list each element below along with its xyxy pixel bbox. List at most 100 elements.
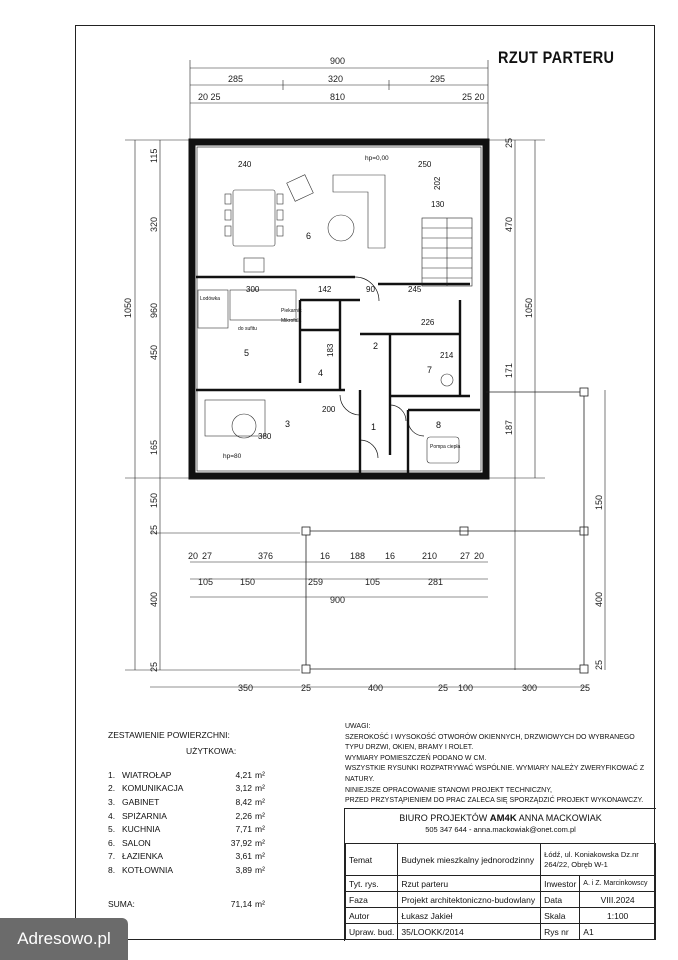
dim-183: 183: [326, 343, 335, 357]
dim-inner: 810: [330, 92, 345, 102]
area-summary-subheader: UŻYTKOWA:: [186, 746, 237, 756]
dim-380: 380: [258, 432, 272, 441]
dim-small-right: 25 20: [462, 92, 485, 102]
dim-right-2: 1050: [524, 298, 534, 318]
dim-left-0: 115: [149, 149, 159, 163]
tb-value: Rzut parteru: [397, 875, 542, 892]
dim-left-8: 400: [149, 592, 159, 607]
dim-row3-3: 25: [438, 683, 448, 693]
room-number-3: 3: [285, 419, 290, 429]
dim-left-3: 960: [149, 303, 159, 318]
dim-row3-2: 400: [368, 683, 383, 693]
area-summary-header: ZESTAWIENIE POWIERZCHNI:: [108, 730, 230, 740]
tb-value: Łukasz Jakieł: [397, 907, 542, 924]
area-sum-value: 71,14: [230, 898, 252, 909]
watermark-logo: Adresowo.pl: [0, 918, 128, 960]
dim-left-6: 150: [149, 493, 159, 508]
dim-row1-2: 376: [258, 551, 273, 561]
dim-right-6: 400: [594, 592, 604, 607]
dim-left-5: 165: [149, 440, 159, 455]
dim-row3-0: 350: [238, 683, 253, 693]
fridge-label: Lodówka: [200, 296, 220, 302]
dim-226: 226: [421, 318, 435, 327]
tb-label: Autor: [344, 907, 399, 924]
notes-line: Niniejsze opracowanie stanowi projekt te…: [345, 786, 552, 794]
tb-value: Budynek mieszkalny jednorodzinny: [397, 843, 542, 876]
tb-value: A. i Z. Marcinkowscy: [579, 875, 656, 892]
office-name: BIURO PROJEKTÓW AM4K ANNA MACKOWIAK: [399, 813, 602, 824]
tb-value: A1: [579, 923, 656, 940]
dim-row1-1: 27: [202, 551, 212, 561]
dim-240: 240: [238, 160, 252, 169]
dim-245: 245: [408, 285, 422, 294]
oven-label: Piekarnik: [281, 308, 302, 314]
tb-label: Tyt. rys.: [344, 875, 399, 892]
dim-right-1: 470: [504, 217, 514, 232]
dim-142: 142: [318, 285, 332, 294]
tb-label: Data: [540, 891, 581, 908]
notes-line: Szerokość i wysokość otworów okiennych, …: [345, 733, 635, 752]
title-block: BIURO PROJEKTÓW AM4K ANNA MACKOWIAK 505 …: [344, 808, 656, 941]
title-block-table: Temat Budynek mieszkalny jednorodzinny Ł…: [344, 843, 656, 940]
tb-label: Faza: [344, 891, 399, 908]
dim-row1-3: 16: [320, 551, 330, 561]
dim-row1-4: 188: [350, 551, 365, 561]
room-number-1: 1: [371, 422, 376, 432]
dim-200: 200: [322, 405, 336, 414]
dim-overall-top: 900: [330, 56, 345, 66]
floor-level-note: hp=0,00: [365, 155, 389, 162]
dim-left-9: 25: [149, 662, 159, 672]
heat-pump-label: Pompa ciepła: [430, 444, 461, 450]
dim-row2-4: 281: [428, 577, 443, 587]
dim-300: 300: [246, 285, 260, 294]
dim-right-0: 25: [504, 138, 514, 148]
area-sum-row: SUMA: 71,14 m²: [108, 898, 265, 909]
dim-left-1: 320: [149, 217, 159, 232]
tb-label: Rys nr: [540, 923, 581, 940]
drawing-title: RZUT PARTERU: [498, 48, 615, 67]
dim-row2-1: 150: [240, 577, 255, 587]
dim-left-2: 1050: [123, 298, 133, 318]
dim-214: 214: [440, 351, 454, 360]
room-number-6: 6: [306, 231, 311, 241]
dim-row3-6: 25: [580, 683, 590, 693]
dim-right-7: 25: [594, 660, 604, 670]
office-contact: 505 347 644 - anna.mackowiak@onet.com.pl: [425, 825, 576, 834]
ceiling-label: do sufitu: [238, 326, 257, 332]
drawing-sheet-border: [75, 25, 655, 940]
dim-right-4: 171: [504, 363, 514, 378]
dim-250: 250: [418, 160, 432, 169]
dim-right-3: 187: [504, 420, 514, 435]
dim-130: 130: [431, 200, 445, 209]
dim-right-5: 150: [594, 495, 604, 510]
dim-left-4: 450: [149, 345, 159, 360]
notes-line: Wymiary pomieszczeń podano w cm.: [345, 754, 487, 762]
microwave-label: Mikrofala: [281, 318, 302, 324]
notes-line: Wszystkie rysunki rozpatrywać wspólnie. …: [345, 765, 645, 783]
dim-row2-0: 105: [198, 577, 213, 587]
dim-row1-5: 16: [385, 551, 395, 561]
dim-seg-1: 285: [228, 74, 243, 84]
dim-row3-4: 100: [458, 683, 473, 693]
tb-location: Łódź, ul. Koniakowska Dz.nr 264/22, Obrę…: [540, 843, 656, 876]
dim-row3-1: 25: [301, 683, 311, 693]
dim-row2-2: 259: [308, 577, 323, 587]
dim-overall-2: 900: [330, 595, 345, 605]
dim-row3-5: 300: [522, 683, 537, 693]
tb-value: 1:100: [579, 907, 656, 924]
tb-label: Temat: [344, 843, 399, 876]
dim-row1-0: 20: [188, 551, 198, 561]
tb-value: VIII.2024: [579, 891, 656, 908]
tb-value: Projekt architektoniczno-budowlany: [397, 891, 542, 908]
notes-line: przed przystąpieniem do prac zaleca się …: [345, 797, 644, 805]
tb-label: Upraw. bud.: [344, 923, 399, 940]
dim-202: 202: [433, 176, 442, 190]
